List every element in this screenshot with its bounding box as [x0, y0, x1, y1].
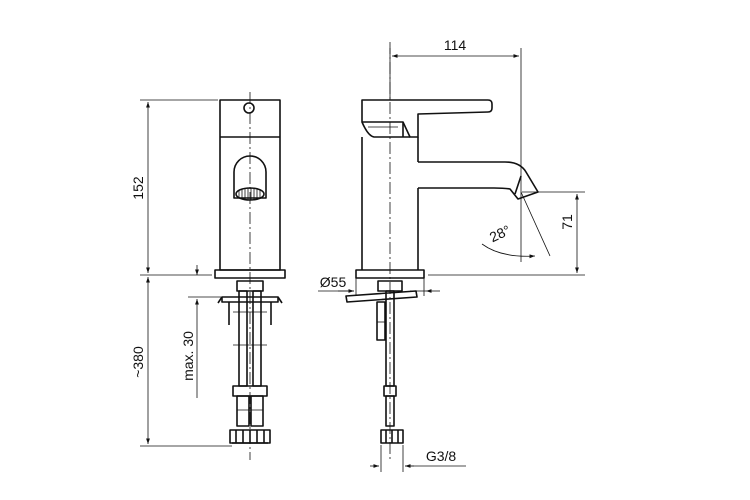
- side-threaded-stud: [376, 301, 386, 341]
- dimension-label-thread: G3/8: [426, 448, 457, 464]
- side-cartridge-cap: [361, 121, 410, 138]
- dimension-label-diameter-55: Ø55: [320, 274, 347, 290]
- dimension-label-152: 152: [130, 176, 146, 200]
- front-body-outline: [219, 99, 281, 271]
- dimension-diameter-55: Ø55: [318, 274, 440, 296]
- side-view: [345, 42, 539, 462]
- side-spout: [418, 161, 539, 200]
- dimension-152: 152: [130, 99, 218, 276]
- front-supply-hoses: [232, 290, 268, 427]
- dimension-max-30: max. 30: [180, 265, 221, 398]
- front-aerator-opening: [233, 155, 267, 199]
- dimension-thread-g38: G3/8: [370, 445, 466, 472]
- dimension-label-28-degrees: 28°: [487, 222, 513, 245]
- dimension-380: ~380: [130, 277, 232, 447]
- front-mounting-washer: [221, 296, 279, 303]
- side-lever-handle: [361, 99, 493, 138]
- dimension-71: 71: [428, 191, 585, 276]
- front-hose-end-nuts: [229, 429, 271, 444]
- dimension-label-380: ~380: [130, 346, 146, 378]
- handle-screw-icon: [243, 102, 255, 114]
- dimension-114: 114: [389, 37, 522, 192]
- front-view: [214, 92, 286, 460]
- side-supply-hose: [380, 290, 404, 444]
- side-mounting-washer: [345, 290, 418, 303]
- dimension-label-71: 71: [559, 214, 575, 230]
- dimension-label-114: 114: [444, 37, 467, 53]
- dimension-label-max-30: max. 30: [180, 331, 196, 381]
- dimension-angle-28: 28°: [481, 191, 551, 262]
- front-fixing-nut: [236, 280, 264, 292]
